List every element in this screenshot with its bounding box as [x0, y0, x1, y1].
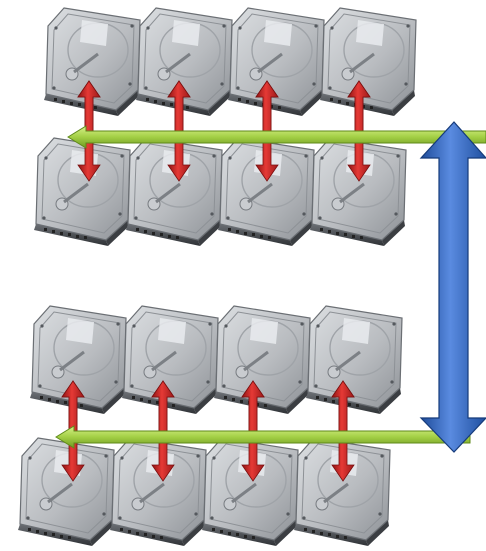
hard-drive-icon [28, 304, 128, 416]
stripe-arrow-icon [55, 425, 471, 449]
hard-drive-icon [120, 304, 220, 416]
hard-drive-icon [32, 136, 132, 248]
hard-drive-icon [16, 436, 116, 548]
hard-drive-icon [226, 6, 326, 118]
hard-drive-icon [318, 6, 418, 118]
drive-group-1 [32, 6, 486, 248]
span-arrow-icon [419, 121, 486, 453]
hard-drive-icon [134, 6, 234, 118]
drive-group-2 [16, 304, 471, 548]
stripe-arrow-icon [67, 125, 486, 149]
hard-drive-icon [108, 436, 208, 548]
hard-drive-icon [212, 304, 312, 416]
hard-drive-icon [304, 304, 404, 416]
hard-drive-icon [124, 136, 224, 248]
